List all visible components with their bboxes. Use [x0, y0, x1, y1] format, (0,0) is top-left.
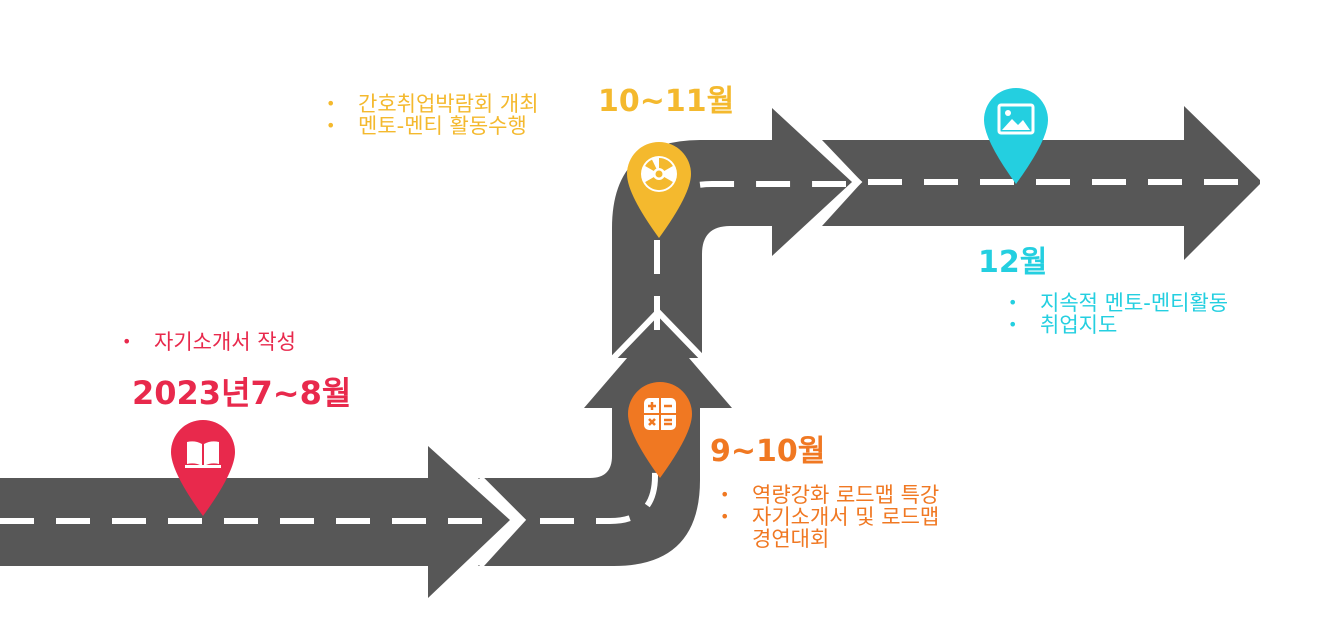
milestone-2-item-continued: 경연대회: [752, 527, 830, 551]
milestone-4-item: 취업지도: [1008, 314, 1228, 336]
milestone-4-pin: [984, 88, 1048, 184]
milestone-4-title: 12월: [978, 245, 1048, 280]
milestone-3-title: 10~11월: [598, 84, 735, 119]
calculator-icon: [644, 398, 676, 430]
road-dashes: [540, 420, 658, 524]
road-separator: [477, 475, 527, 569]
milestone-2-items: 역량강화 로드맵 특강 자기소개서 및 로드맵 경연대회: [720, 484, 939, 550]
road-separator: [809, 137, 863, 229]
milestone-1-title: 2023년7~8월: [132, 374, 352, 412]
milestone-3-pin: [627, 142, 691, 238]
milestone-3-items: 간호취업박람회 개최 멘토-멘티 활동수행: [326, 93, 539, 137]
milestone-4-item: 지속적 멘토-멘티활동: [1008, 292, 1228, 314]
milestone-4-items: 지속적 멘토-멘티활동 취업지도: [1008, 292, 1228, 336]
road-arrow-up: [584, 322, 732, 408]
milestone-3-item: 간호취업박람회 개최: [326, 93, 539, 115]
milestone-2-title: 9~10월: [710, 434, 826, 469]
book-icon: [185, 441, 221, 468]
milestone-3-item: 멘토-멘티 활동수행: [326, 115, 539, 137]
image-icon: [997, 103, 1035, 135]
milestone-2-item: 자기소개서 및 로드맵: [720, 506, 939, 528]
milestone-1-items: 자기소개서 작성: [122, 331, 296, 353]
milestone-1-pin: [171, 420, 235, 516]
milestone-2-item: 역량강화 로드맵 특강: [720, 484, 939, 506]
radiation-icon: [641, 156, 677, 192]
milestone-2-pin: [628, 382, 692, 478]
milestone-1-item: 자기소개서 작성: [122, 331, 296, 353]
